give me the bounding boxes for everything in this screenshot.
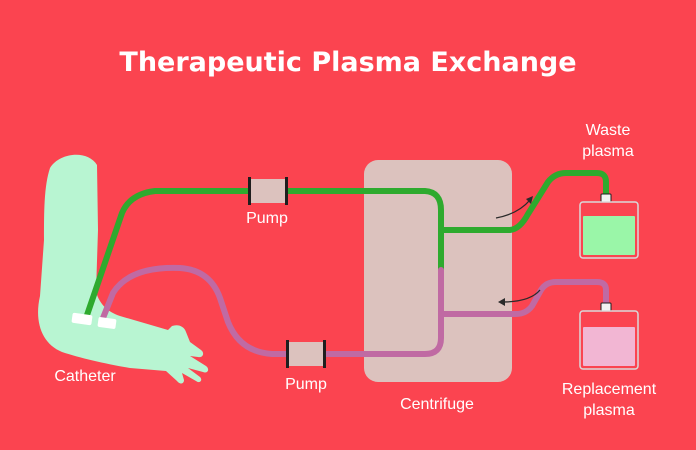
replacement-plasma-label-line2: plasma	[583, 402, 635, 419]
catheter-connector-left	[71, 312, 93, 326]
replacement-plasma-label-line1: Replacement	[562, 381, 657, 398]
arm-illustration	[38, 154, 209, 384]
centrifuge-label: Centrifuge	[400, 396, 474, 413]
replacement-plasma-bag	[579, 302, 639, 370]
waste-plasma-line	[438, 170, 609, 233]
diagram-title: Therapeutic Plasma Exchange	[119, 47, 576, 78]
replacement-flow-arrow	[501, 289, 541, 303]
waste-flow-arrowhead	[526, 196, 533, 204]
blood-return-line	[100, 264, 444, 357]
waste-plasma-label-line2: plasma	[582, 143, 634, 160]
catheter-connector-right	[97, 317, 117, 329]
catheter-label: Catheter	[54, 368, 116, 385]
blood-draw-line	[83, 188, 444, 321]
pump-bottom-label: Pump	[285, 376, 327, 393]
pump-top-label: Pump	[246, 210, 288, 227]
waste-plasma-bag	[579, 193, 639, 259]
top-pump	[248, 177, 288, 205]
waste-plasma-label-line1: Waste	[586, 122, 631, 139]
waste-flow-arrow	[495, 199, 531, 219]
bottom-pump	[286, 340, 326, 368]
replacement-plasma-line	[438, 279, 609, 317]
replacement-flow-arrowhead	[498, 298, 505, 306]
